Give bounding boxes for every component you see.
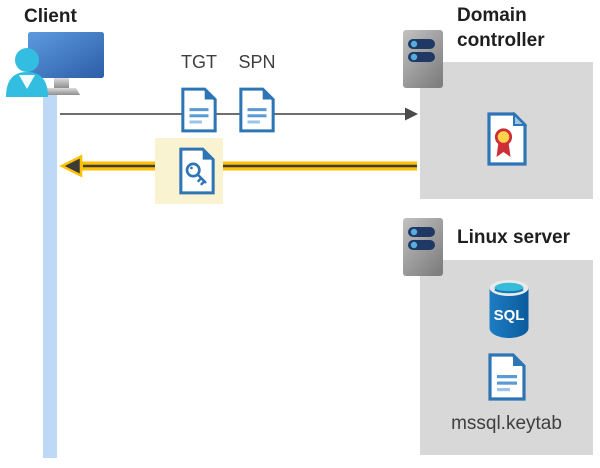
keytab-document-icon xyxy=(488,353,526,401)
linux-server-icon xyxy=(403,218,443,276)
client-title: Client xyxy=(24,6,77,27)
sql-database-icon: SQL xyxy=(489,280,529,338)
response-arrow xyxy=(59,154,417,178)
spn-document-icon xyxy=(239,87,275,133)
domain-controller-title: Domain controller xyxy=(457,5,545,51)
user-icon xyxy=(6,48,48,97)
key-document-icon xyxy=(179,147,215,195)
client-lifeline xyxy=(43,93,57,458)
client-computer-icon xyxy=(6,32,104,97)
keytab-filename: mssql.keytab xyxy=(451,413,562,434)
monitor-icon xyxy=(28,32,104,95)
sql-icon-label: SQL xyxy=(494,307,525,324)
certificate-icon xyxy=(487,111,528,166)
tgt-label: TGT xyxy=(181,52,217,72)
spn-label: SPN xyxy=(238,52,276,72)
tgt-document-icon xyxy=(181,87,217,133)
linux-server-title: Linux server xyxy=(457,227,570,248)
domain-controller-server-icon xyxy=(403,30,443,88)
